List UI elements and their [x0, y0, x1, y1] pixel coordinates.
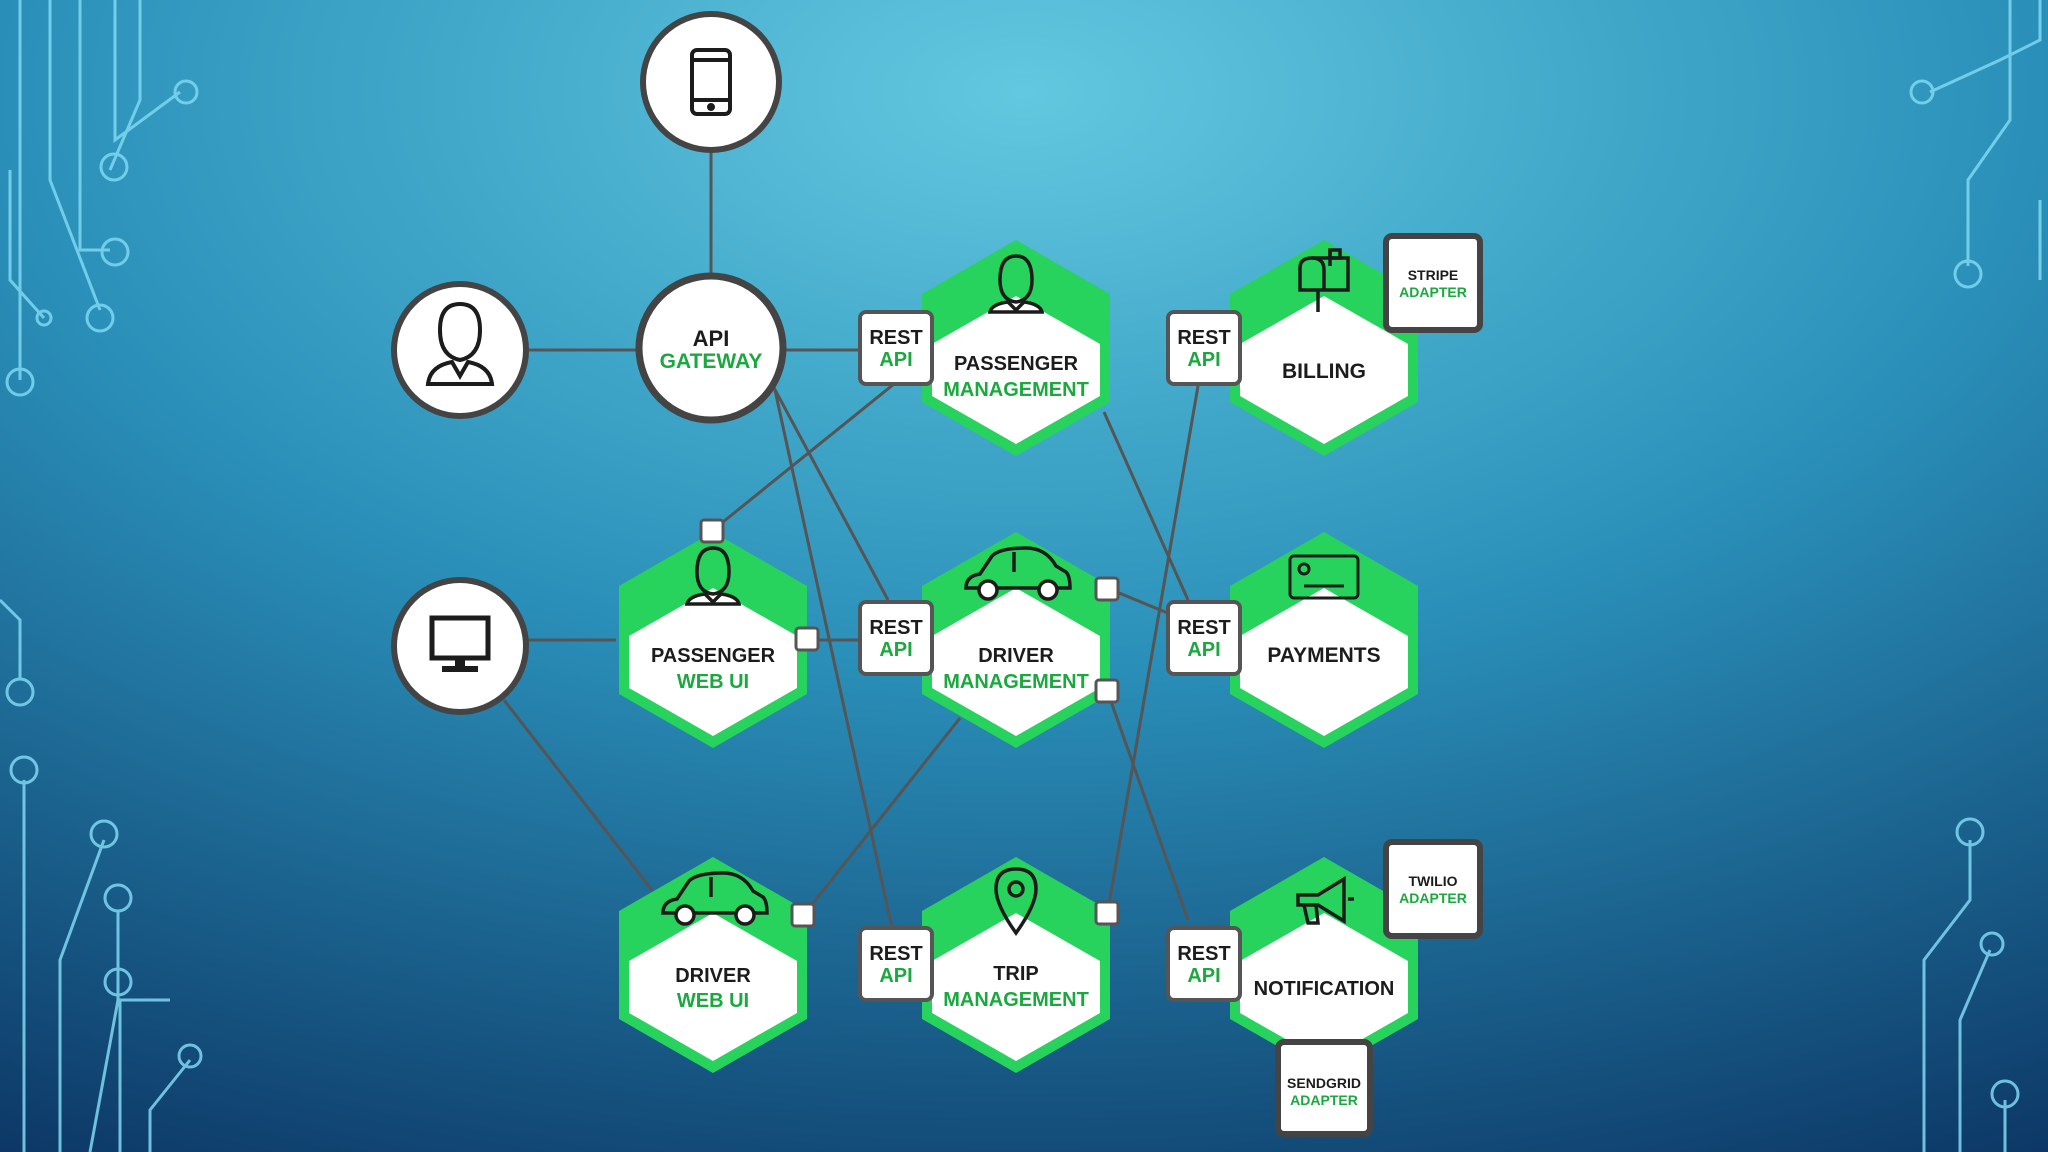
service-driver-management[interactable]: DRIVER MANAGEMENT [922, 532, 1110, 748]
rest-label-line2: API [1187, 349, 1220, 371]
service-label-line2: WEB UI [677, 671, 749, 693]
port-driver-management-top [1094, 576, 1120, 602]
car-icon [964, 546, 1072, 601]
gateway-line1: API [693, 326, 730, 351]
adapter-label-line2: ADAPTER [1399, 890, 1467, 906]
service-label-line2: MANAGEMENT [943, 379, 1089, 401]
service-label-line1: PASSENGER [651, 645, 776, 667]
rest-label-line1: REST [1177, 617, 1230, 639]
service-label-line1: PAYMENTS [1267, 644, 1380, 667]
port-driver-web-ui-right [790, 902, 816, 928]
megaphone-icon [1296, 875, 1354, 925]
adapter-label-line1: SENDGRID [1287, 1075, 1361, 1091]
service-label-line1: DRIVER [675, 965, 751, 987]
adapter-label-line2: ADAPTER [1399, 284, 1467, 300]
service-passenger-management[interactable]: PASSENGER MANAGEMENT [922, 240, 1110, 456]
rest-label-line1: REST [869, 617, 922, 639]
car-icon [661, 871, 769, 926]
service-passenger-web-ui[interactable]: PASSENGER WEB UI [619, 532, 807, 748]
rest-label-line2: API [1187, 639, 1220, 661]
user-client[interactable] [391, 281, 529, 419]
service-label-line2: WEB UI [677, 990, 749, 1012]
port-passenger-web-ui-top [699, 518, 725, 544]
connections [502, 150, 1200, 929]
person-icon [987, 254, 1045, 314]
service-trip-management[interactable]: TRIP MANAGEMENT [922, 857, 1110, 1073]
api-gateway[interactable]: API GATEWAY [635, 272, 787, 424]
service-label-line1: DRIVER [978, 645, 1054, 667]
rest-label-line2: API [879, 349, 912, 371]
smartphone-icon [690, 48, 732, 116]
rest-api-trip-management[interactable]: REST API [858, 926, 934, 1002]
stripe-adapter[interactable]: STRIPE ADAPTER [1383, 233, 1483, 333]
rest-label-line2: API [879, 639, 912, 661]
service-label-line1: BILLING [1282, 360, 1366, 383]
rest-api-driver-management[interactable]: REST API [858, 600, 934, 676]
monitor-icon [429, 615, 491, 672]
rest-label-line1: REST [1177, 327, 1230, 349]
rest-label-line1: REST [869, 943, 922, 965]
gateway-line2: GATEWAY [660, 350, 763, 373]
service-label-line2: MANAGEMENT [943, 671, 1089, 693]
mailbox-icon [1298, 248, 1350, 312]
rest-api-billing[interactable]: REST API [1166, 310, 1242, 386]
service-label-line1: NOTIFICATION [1254, 978, 1395, 1000]
desktop-client[interactable] [391, 577, 529, 715]
service-label-line1: PASSENGER [954, 353, 1079, 375]
adapter-label-line2: ADAPTER [1290, 1092, 1358, 1108]
rest-label-line2: API [1187, 965, 1220, 987]
person-icon [684, 546, 742, 606]
credit-card-icon [1288, 554, 1360, 600]
adapter-label-line1: STRIPE [1408, 267, 1459, 283]
port-driver-management-bottom [1094, 678, 1120, 704]
rest-label-line1: REST [869, 327, 922, 349]
port-trip-management-right [1094, 900, 1120, 926]
service-billing[interactable]: BILLING [1230, 240, 1418, 456]
service-notification[interactable]: NOTIFICATION [1230, 857, 1418, 1073]
ports [699, 518, 1120, 928]
mobile-client[interactable] [640, 11, 782, 153]
rest-api-notification[interactable]: REST API [1166, 926, 1242, 1002]
rest-api-passenger-management[interactable]: REST API [858, 310, 934, 386]
map-pin-icon [994, 867, 1038, 937]
service-label-line1: TRIP [993, 963, 1039, 985]
rest-api-payments[interactable]: REST API [1166, 600, 1242, 676]
sendgrid-adapter[interactable]: SENDGRID ADAPTER [1275, 1039, 1373, 1137]
twilio-adapter[interactable]: TWILIO ADAPTER [1383, 839, 1483, 939]
adapter-label-line1: TWILIO [1409, 873, 1458, 889]
rest-label-line1: REST [1177, 943, 1230, 965]
rest-label-line2: API [879, 965, 912, 987]
service-driver-web-ui[interactable]: DRIVER WEB UI [619, 857, 807, 1073]
person-icon [425, 301, 495, 386]
service-payments[interactable]: PAYMENTS [1230, 532, 1418, 748]
port-passenger-web-ui-right [794, 626, 820, 652]
service-label-line2: MANAGEMENT [943, 989, 1089, 1011]
